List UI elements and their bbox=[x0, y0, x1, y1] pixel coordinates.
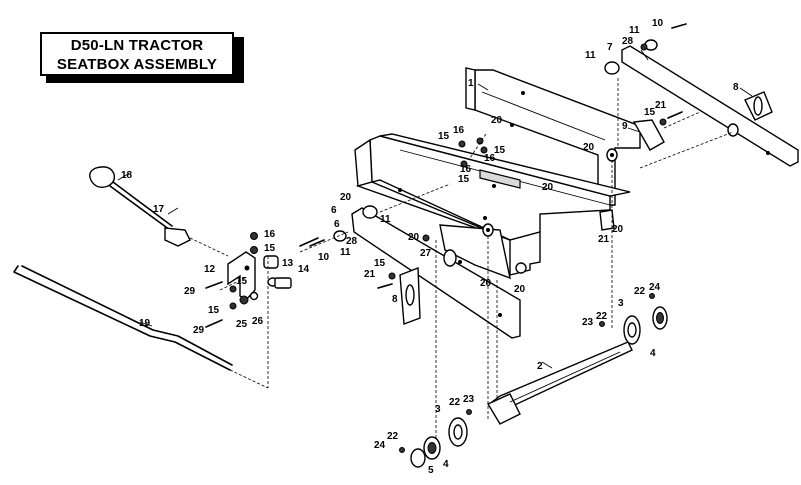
label-part-20: 20 bbox=[514, 284, 526, 295]
label-part-3: 3 bbox=[435, 404, 441, 415]
label-part-16: 16 bbox=[484, 153, 496, 164]
label-part-17: 17 bbox=[153, 204, 165, 215]
label-part-10: 10 bbox=[318, 252, 330, 263]
label-part-15: 15 bbox=[264, 243, 276, 254]
label-part-27: 27 bbox=[420, 248, 432, 259]
label-part-20: 20 bbox=[491, 115, 503, 126]
label-part-22: 22 bbox=[634, 286, 646, 297]
title-line-1: D50-LN TRACTOR bbox=[70, 37, 204, 54]
label-part-15: 15 bbox=[438, 131, 450, 142]
label-part-23: 23 bbox=[582, 317, 594, 328]
label-part-4: 4 bbox=[443, 459, 449, 470]
right-lever-arm bbox=[621, 45, 799, 167]
label-part-15: 15 bbox=[458, 174, 470, 185]
label-part-8: 8 bbox=[392, 294, 398, 305]
part-labels: 1 2 3 3 4 4 5 6 6 7 8 8 9 10 10 11 11 11… bbox=[121, 18, 739, 476]
label-part-11: 11 bbox=[585, 50, 596, 61]
label-part-16: 16 bbox=[453, 125, 465, 136]
label-part-22: 22 bbox=[449, 397, 461, 408]
label-part-23: 23 bbox=[463, 394, 475, 405]
label-part-20: 20 bbox=[408, 232, 420, 243]
shift-bracket bbox=[205, 232, 319, 328]
label-part-29: 29 bbox=[184, 286, 196, 297]
label-part-15: 15 bbox=[644, 107, 656, 118]
label-part-24: 24 bbox=[374, 440, 386, 451]
rear-seatbox-panel bbox=[465, 67, 641, 206]
dashed-guide-lines bbox=[189, 78, 734, 440]
label-part-10: 10 bbox=[652, 18, 664, 29]
label-part-15: 15 bbox=[236, 276, 248, 287]
label-part-7: 7 bbox=[607, 42, 613, 53]
label-part-26: 26 bbox=[252, 316, 264, 327]
label-part-16: 16 bbox=[264, 229, 276, 240]
label-part-19: 19 bbox=[139, 318, 151, 329]
label-part-22: 22 bbox=[596, 311, 608, 322]
label-part-16: 16 bbox=[460, 164, 472, 175]
label-part-20: 20 bbox=[612, 224, 624, 235]
label-part-11: 11 bbox=[629, 25, 640, 36]
label-part-14: 14 bbox=[298, 264, 310, 275]
seatbox-tray bbox=[354, 133, 631, 241]
label-part-6: 6 bbox=[334, 219, 340, 230]
title-line-2: SEATBOX ASSEMBLY bbox=[56, 56, 218, 73]
title-box: D50-LN TRACTOR SEATBOX ASSEMBLY bbox=[40, 32, 234, 76]
label-part-18: 18 bbox=[121, 170, 133, 181]
label-part-1: 1 bbox=[468, 78, 474, 89]
label-part-20: 20 bbox=[542, 182, 554, 193]
upper-hardware bbox=[599, 23, 687, 231]
shift-lever bbox=[89, 166, 191, 247]
label-part-29: 29 bbox=[193, 325, 205, 336]
label-part-11: 11 bbox=[340, 247, 351, 258]
label-part-12: 12 bbox=[204, 264, 216, 275]
label-part-22: 22 bbox=[387, 431, 399, 442]
label-part-11: 11 bbox=[380, 214, 391, 225]
label-part-28: 28 bbox=[622, 36, 634, 47]
bushings bbox=[399, 293, 668, 468]
label-part-20: 20 bbox=[480, 278, 492, 289]
label-part-5: 5 bbox=[428, 465, 434, 476]
label-part-15: 15 bbox=[374, 258, 386, 269]
label-part-28: 28 bbox=[346, 236, 358, 247]
label-part-24: 24 bbox=[649, 282, 661, 293]
label-part-3: 3 bbox=[618, 298, 624, 309]
label-part-2: 2 bbox=[537, 361, 543, 372]
label-part-6: 6 bbox=[331, 205, 337, 216]
label-part-21: 21 bbox=[598, 234, 610, 245]
label-part-20: 20 bbox=[583, 142, 595, 153]
label-part-15: 15 bbox=[208, 305, 220, 316]
mid-hardware bbox=[309, 137, 488, 289]
shift-rod bbox=[13, 265, 233, 371]
label-part-25: 25 bbox=[236, 319, 248, 330]
pivot-shaft bbox=[486, 341, 633, 425]
label-part-8: 8 bbox=[733, 82, 739, 93]
label-part-21: 21 bbox=[655, 100, 667, 111]
seatbox-front-panel bbox=[355, 181, 541, 280]
label-part-4: 4 bbox=[650, 348, 656, 359]
label-part-13: 13 bbox=[282, 258, 294, 269]
leader-lines bbox=[117, 49, 753, 369]
label-part-15: 15 bbox=[494, 145, 506, 156]
label-part-20: 20 bbox=[340, 192, 352, 203]
label-part-21: 21 bbox=[364, 269, 376, 280]
label-part-9: 9 bbox=[622, 121, 628, 132]
